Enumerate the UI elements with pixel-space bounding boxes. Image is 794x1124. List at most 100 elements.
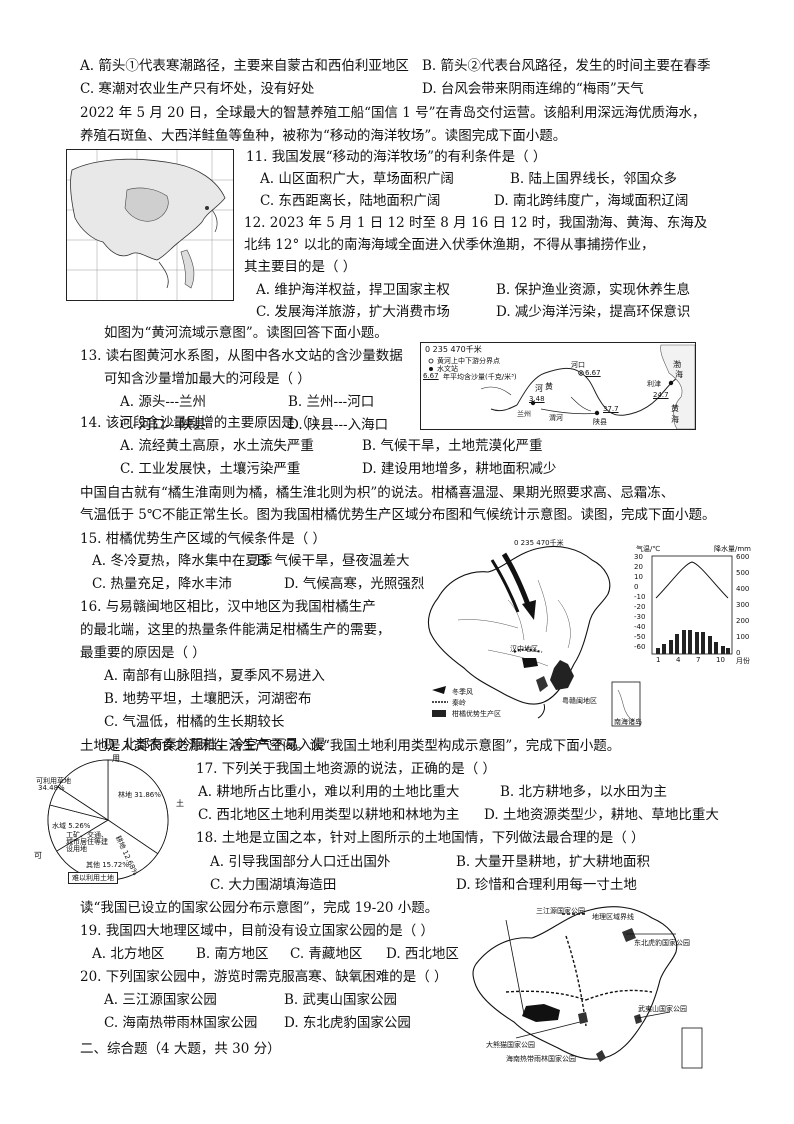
q11-option-c: C. 东西距离长，陆地面积广阔 [260,193,441,209]
citrus-map-scale: 0 235 470千米 [514,539,564,547]
q20-option-d: D. 东北虎豹国家公园 [284,1015,411,1031]
pie-top-label: 用 [112,754,120,763]
climate-temp-tick: -10 [634,593,646,601]
q19-option-a: A. 北方地区 [92,946,165,962]
park-label-wuyishan: 武夷山国家公园 [638,1005,687,1013]
q19-stem: 19. 我国四大地理区域中，目前没有设立国家公园的是（ ） [80,923,435,939]
climate-month-unit: 月份 [736,657,750,665]
climate-temp-tick: -40 [634,623,646,631]
q13-stem-line2: 可知含沙量增加最大的河段是（ ） [104,371,311,387]
q12-option-b: B. 保护渔业资源，实现休养生息 [496,282,691,298]
legend-monsoon: 冬季风 [452,688,473,696]
climate-temp-tick: -50 [634,633,646,641]
q20-option-c: C. 海南热带雨林国家公园 [104,1015,258,1031]
label-hekou: 河口 [571,361,585,369]
q12-stem-line2: 北纬 12° 以北的南海海域全面进入伏季休渔期，不得从事捕捞作业， [244,237,655,253]
climate-precip-label: 降水量/mm [714,545,751,553]
intro-11-line2: 养殖石斑鱼、大西洋鲑鱼等鱼种，被称为“移动的海洋牧场”。读图完成下面小题。 [80,128,567,144]
q16-stem-line3: 最重要的原因是（ ） [80,645,206,661]
climate-temp-tick: 0 [634,583,639,591]
intro-15-line1: 中国自古就有“橘生淮南则为橘，橘生淮北则为枳”的说法。柑橘喜温湿、果期光照要求高… [80,485,675,501]
q11-stem: 11. 我国发展“移动的海洋牧场”的有利条件是（ ） [246,149,547,165]
national-park-drawing [472,906,703,1069]
legend-citrus: 柑橘优势生产区 [452,710,501,718]
q16-option-d: D. 北部有秦岭阻挡，冷空气不易入侵 [104,737,326,753]
climate-precip-tick: 100 [736,633,750,641]
climate-month-tick: 4 [676,656,681,664]
q13-option-d: D. 陕县---入海口 [288,417,389,433]
label-lanzhou: 兰州 [517,410,531,418]
legend-station: 水文站 [437,365,458,373]
q17-stem: 17. 下列关于我国土地资源的说法，正确的是（ ） [196,761,497,777]
q12-stem-line3: 其主要目的是（ ） [244,259,357,275]
q14-stem: 14. 该河段含沙量剧增的主要原因是（ ） [80,415,327,431]
q17-option-b: B. 北方耕地多，以水田为主 [500,784,668,800]
q16-option-a: A. 南部有山脉阻挡，夏季风不易进入 [104,668,325,684]
intro-15-line2: 气温低于 5℃不能正常生长。图为我国柑橘优势生产区域分布图和气候统计示意图。读图… [80,507,716,523]
land-use-pie-drawing [47,759,169,881]
yellow-river-drawing [428,344,695,429]
q20-option-a: A. 三江源国家公园 [104,992,217,1008]
q10-option-a: A. 箭头①代表寒潮路径，主要来自蒙古和西伯利亚地区 [80,58,409,74]
label-hanzhong: 汉中地区 [510,645,538,653]
park-label-dongbeihubao: 东北虎豹国家公园 [634,939,690,947]
q16-stem-line1: 16. 与易赣闽地区相比，汉中地区为我国柑橘生产 [80,599,376,615]
climate-temp-tick: -60 [634,643,646,651]
q12-option-d: D. 减少海洋污染，提高环保意识 [496,304,691,320]
value-lanzhou: 3.48 [529,395,545,403]
pie-slice-label-other: 其他 15.72% [86,861,129,869]
climate-precip-tick: 0 [736,649,741,657]
climate-temp-tick: 30 [634,553,643,561]
pie-slice-label-grassland: 可利用草地 [36,777,71,785]
q10-option-d: D. 台风会带来阴雨连绵的“梅雨”天气 [422,81,644,97]
q16-option-b: B. 地势平坦，土壤肥沃，河湖密布 [104,691,312,707]
q18-option-c: C. 大力围湖填海造田 [210,877,337,893]
q14-option-d: D. 建设用地增多，耕地面积减少 [362,461,557,477]
pie-slice-4 [57,759,109,821]
q17-option-d: D. 土地资源类型少，耕地、草地比重大 [484,807,719,823]
label-shanxian: 陕县 [593,418,607,426]
climate-month-tick: 7 [696,656,701,664]
q13-option-b: B. 兰州---河口 [288,394,375,410]
label-huanghai: 黄海 [671,404,679,424]
asia-map [66,149,234,301]
q17-option-a: A. 耕地所占比重小，难以利用的土地比重大 [198,784,460,800]
climate-precip-tick: 600 [736,553,750,561]
label-hai: 海 [675,370,683,379]
asia-map-drawing [67,150,233,300]
label-huang: 黄 [545,382,553,391]
q13-stem-line1: 13. 读右图黄河水系图，从图中各水文站的含沙量数据 [80,348,403,364]
q20-option-b: B. 武夷山国家公园 [284,992,398,1008]
q20-stem: 20. 下列国家公园中，游览时需克服高寒、缺氧困难的是（ ） [80,969,448,985]
pie-slice-value-grassland: 34.48% [38,784,65,792]
label-he: 河 [535,384,543,393]
q12-stem-line1: 12. 2023 年 5 月 1 日 12 时至 8 月 16 日 12 时，我… [244,215,708,231]
yellow-river-scale: 0 235 470千米 [425,345,482,354]
section-2-title: 二、综合题（4 大题，共 30 分） [80,1041,281,1057]
legend-qinling: 秦岭 [452,699,466,707]
legend-value-desc: 年平均含沙量(千克/米³) [443,373,517,381]
climate-temp-tick: -30 [634,613,646,621]
pie-slice-label-forest: 林地 31.86% [118,791,161,799]
pie-side-right: 土 [176,799,184,808]
citrus-map-drawing [427,545,641,727]
q13-option-c: C. 河口---陕县 [120,417,207,433]
q17-option-c: C. 西北地区土地利用类型以耕地和林地为主 [198,807,460,823]
land-use-pie: 用 土 可 可利用草地 34.48% 林地 31.86% 耕地 12.68% 水… [24,754,194,886]
q11-option-b: B. 陆上国界线长，邻国众多 [510,171,678,187]
pie-slice-label-construction: 工矿、交通、城市居住等建设用地 [66,831,108,853]
pie-slices [47,759,169,881]
q15-option-d: D. 气候高寒，光照强烈 [284,576,425,592]
climate-temp-tick: -20 [634,603,646,611]
park-label-sanjiangyuan: 三江源国家公园 [536,907,585,915]
climate-precip-tick: 400 [736,585,750,593]
label-gan-min: 粤赣闽地区 [562,697,597,705]
park-label-boundary: 地理区域界线 [592,913,634,921]
climate-month-tick: 10 [716,656,725,664]
q15-option-a: A. 冬冷夏热，降水集中在夏季 [92,553,273,569]
q12-option-a: A. 维护海洋权益，捍卫国家主权 [256,282,450,298]
q14-option-c: C. 工业发展快，土壤污染严重 [120,461,301,477]
q13-option-a: A. 源头---兰州 [120,394,207,410]
q18-option-d: D. 珍惜和合理利用每一寸土地 [456,877,637,893]
